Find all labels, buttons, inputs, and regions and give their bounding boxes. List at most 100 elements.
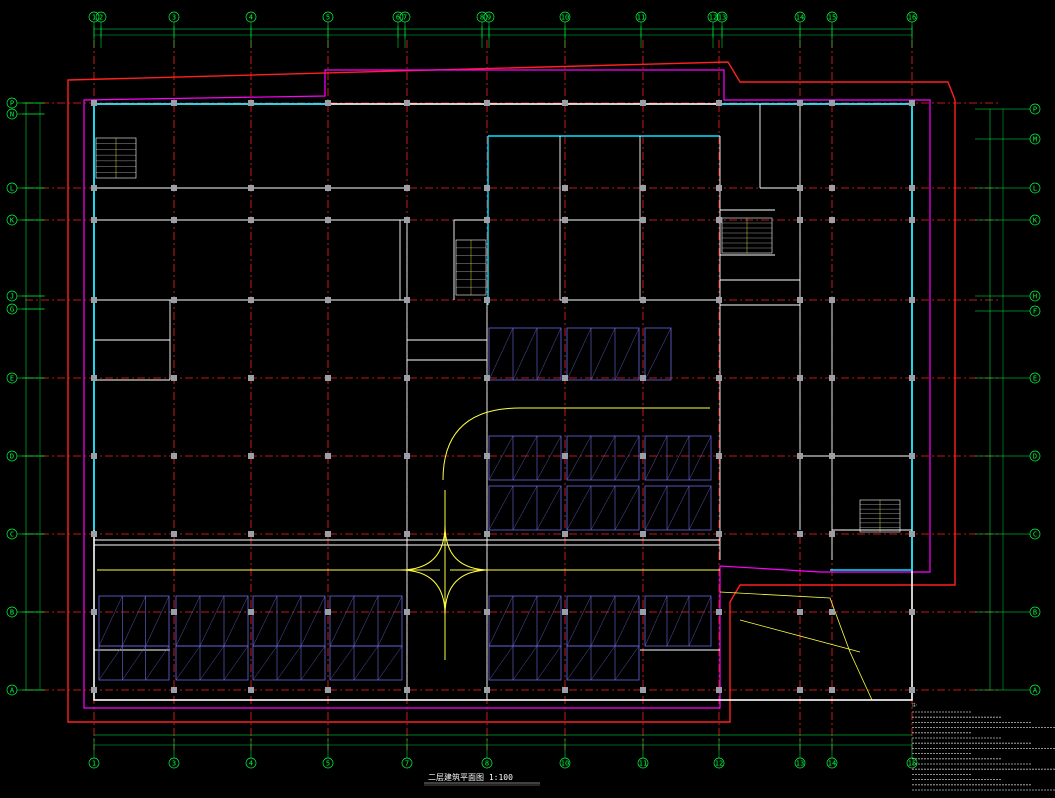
axis-left-P-label: P [10, 100, 14, 108]
column [909, 185, 915, 191]
column [640, 100, 646, 106]
axis-top-10-label: 10 [561, 14, 569, 22]
column [404, 687, 410, 693]
column [829, 375, 835, 381]
axis-bottom-5-label: 5 [326, 760, 330, 768]
axis-grid-lines [25, 40, 1000, 750]
column [325, 217, 331, 223]
column [716, 185, 722, 191]
axis-bottom-8-label: 8 [485, 760, 489, 768]
parking-block [566, 485, 640, 531]
axis-left-G-label: G [10, 306, 14, 314]
column [91, 100, 97, 106]
parking-block [644, 327, 672, 381]
axis-top-11-label: 11 [637, 14, 645, 22]
column [171, 185, 177, 191]
column [91, 453, 97, 459]
column [797, 531, 803, 537]
column [484, 217, 490, 223]
interior-walls [94, 104, 912, 700]
column [248, 297, 254, 303]
column [91, 185, 97, 191]
column [562, 375, 568, 381]
column [404, 100, 410, 106]
column [562, 609, 568, 615]
axis-top-4-label: 4 [249, 14, 253, 22]
axis-right-L-label: L [1033, 185, 1037, 193]
curtain-wall [93, 103, 913, 571]
column [484, 185, 490, 191]
column [797, 185, 803, 191]
column [640, 609, 646, 615]
column [562, 453, 568, 459]
column [325, 297, 331, 303]
column [716, 375, 722, 381]
column [909, 100, 915, 106]
parking-block [566, 327, 640, 381]
driving-lanes [97, 407, 873, 701]
column [325, 100, 331, 106]
column [248, 609, 254, 615]
column [91, 609, 97, 615]
column [171, 217, 177, 223]
column [248, 185, 254, 191]
column [325, 453, 331, 459]
column [797, 297, 803, 303]
column [716, 609, 722, 615]
column [404, 217, 410, 223]
axis-top-15-label: 15 [828, 14, 836, 22]
axis-bottom-11-label: 11 [639, 760, 647, 768]
building-outline [67, 61, 956, 723]
parking-block [329, 645, 403, 681]
axis-top-8-label: 8 [480, 14, 484, 22]
column [171, 687, 177, 693]
axis-top-7-label: 7 [403, 14, 407, 22]
column [716, 687, 722, 693]
column [248, 687, 254, 693]
column [562, 297, 568, 303]
axis-right-H-label: H [1033, 293, 1037, 301]
column [484, 375, 490, 381]
column [248, 453, 254, 459]
axis-top-6-label: 6 [396, 14, 400, 22]
axis-right-E-label: E [1033, 375, 1037, 383]
axis-left-N-label: N [10, 111, 14, 119]
column [640, 185, 646, 191]
column [248, 375, 254, 381]
axis-top-3-label: 3 [172, 14, 176, 22]
axis-left-D-label: D [10, 453, 14, 461]
column [91, 217, 97, 223]
axis-left-E-label: E [10, 375, 14, 383]
column [797, 375, 803, 381]
notes-heading: 注： [912, 702, 919, 707]
column [909, 375, 915, 381]
column [91, 297, 97, 303]
column [171, 609, 177, 615]
drive-roundabout [399, 524, 491, 616]
axis-right-P-label: P [1033, 106, 1037, 114]
column [640, 531, 646, 537]
column [91, 531, 97, 537]
column [171, 375, 177, 381]
column [909, 687, 915, 693]
drawing-title: 二层建筑平面图 1:100 [428, 772, 513, 782]
column [325, 531, 331, 537]
column [829, 100, 835, 106]
axis-right-M-label: M [1033, 136, 1037, 144]
parking-block [488, 327, 562, 381]
column [829, 609, 835, 615]
axis-left-K-label: K [10, 217, 15, 225]
column [484, 687, 490, 693]
parking-block [644, 485, 712, 531]
axis-top-9-label: 9 [487, 14, 491, 22]
glass-partition [487, 135, 720, 305]
column [484, 531, 490, 537]
axis-bottom-3-label: 3 [172, 760, 176, 768]
column [909, 453, 915, 459]
axis-bottom-14-label: 14 [828, 760, 836, 768]
drawing-title-block: 二层建筑平面图 1:100 [424, 772, 540, 786]
column [909, 609, 915, 615]
column [797, 217, 803, 223]
axis-right-B-label: B [1033, 609, 1037, 617]
